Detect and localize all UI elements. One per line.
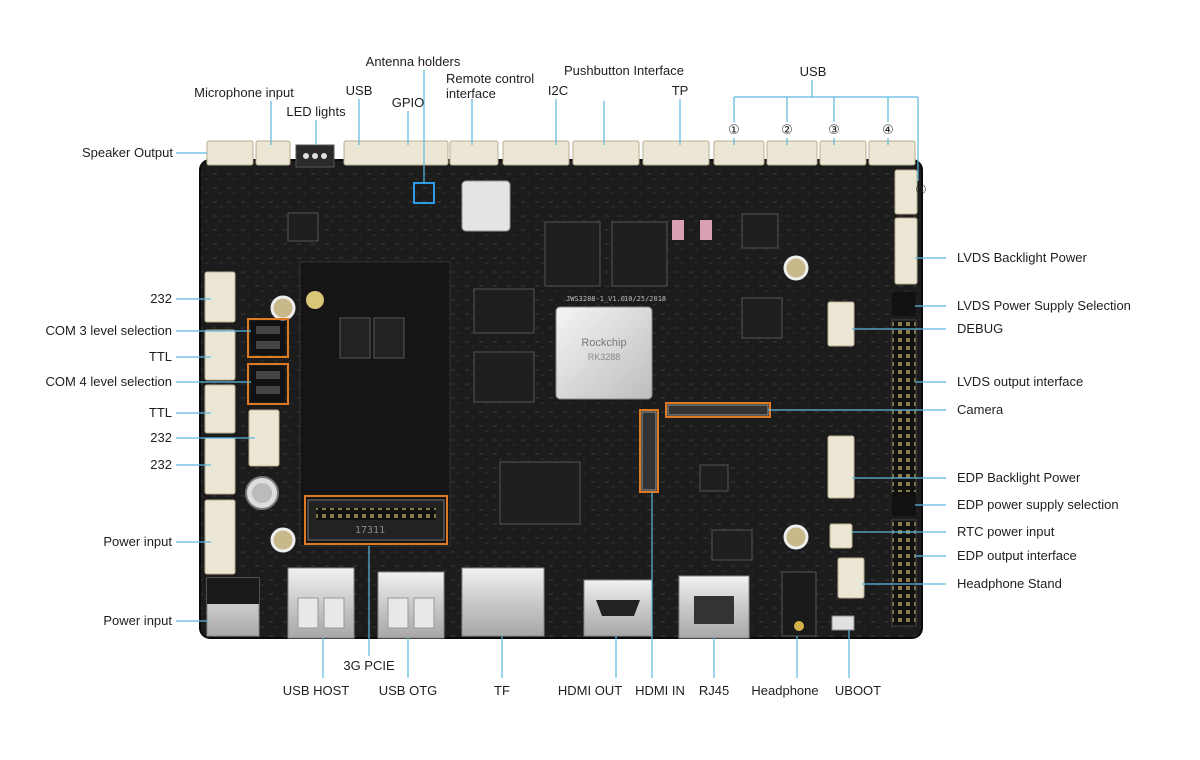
label-hdmi-out: HDMI OUT (557, 683, 623, 698)
com-jumpers (251, 321, 285, 402)
label-232-3: 232 (150, 457, 172, 472)
lvds-header (891, 319, 917, 495)
label-remote-control-line1: Remote control (446, 71, 535, 86)
label-edp-backlight-power: EDP Backlight Power (957, 470, 1081, 485)
label-remote-control: Remote control interface (446, 71, 556, 101)
label-debug: DEBUG (957, 321, 1004, 336)
soc-brand: Rockchip (581, 337, 626, 349)
label-led-lights: LED lights (286, 104, 346, 119)
label-power-input-2: Power input (103, 613, 172, 628)
label-power-input-1: Power input (103, 534, 172, 549)
soc-chip (555, 306, 653, 400)
label-tp: TP (671, 83, 689, 98)
label-gpio: GPIO (391, 95, 425, 110)
label-usb-top: USB (345, 83, 373, 98)
label-pushbutton-interface: Pushbutton Interface (564, 63, 684, 78)
label-antenna-holders: Antenna holders (365, 54, 461, 69)
label-headphone: Headphone (751, 683, 819, 698)
label-i2c: I2C (547, 83, 569, 98)
label-headphone-stand: Headphone Stand (957, 576, 1062, 591)
edp-backlight-connector (827, 435, 855, 499)
leader-lines (176, 70, 946, 678)
label-speaker-output: Speaker Output (81, 145, 173, 160)
edp-header (891, 519, 917, 627)
label-usb-otg: USB OTG (378, 683, 438, 698)
label-usb-3: ③ (828, 122, 840, 137)
label-usb-2: ② (781, 122, 793, 137)
label-lvds-backlight-power: LVDS Backlight Power (957, 250, 1087, 265)
debug-connector (827, 301, 855, 347)
label-camera: Camera (957, 402, 1004, 417)
module-board (299, 261, 451, 547)
tf-slot (461, 567, 545, 637)
label-usb-host: USB HOST (282, 683, 350, 698)
label-hdmi-in: HDMI IN (635, 683, 685, 698)
label-com4-level: COM 4 level selection (45, 374, 172, 389)
com3-highlight (247, 318, 289, 358)
pcie-mark: 17311 (355, 525, 385, 536)
left-connectors (204, 271, 280, 575)
label-remote-control-line2: interface (446, 86, 496, 101)
label-lvds-power-supply-selection: LVDS Power Supply Selection (957, 298, 1131, 313)
uboot-button (831, 615, 855, 631)
label-rtc-power-input: RTC power input (957, 524, 1055, 539)
lvds-jumper (892, 292, 916, 316)
board-date: 10/25/2018 (624, 295, 666, 303)
headphone-stand-connector (837, 557, 865, 599)
edp-jumper (892, 492, 916, 516)
soc-model: RK3288 (588, 352, 621, 362)
label-usb-5: ⑤ (915, 182, 927, 197)
hdmi-in-connector (641, 411, 657, 491)
label-com3-level: COM 3 level selection (45, 323, 172, 338)
label-edp-power-supply-selection: EDP power supply selection (957, 497, 1119, 512)
label-ttl-2: TTL (148, 405, 172, 420)
board-id: JWS3288-1_V1.0 (566, 295, 625, 303)
label-3g-pcie: 3G PCIE (343, 658, 395, 673)
label-usb-4: ④ (882, 122, 894, 137)
label-232-2: 232 (150, 430, 172, 445)
pcie-highlight (304, 495, 448, 545)
mount-hole (270, 295, 296, 321)
label-rj45: RJ45 (698, 683, 730, 698)
label-232-1: 232 (150, 291, 172, 306)
rtc-connector (829, 523, 853, 549)
hdmi-in-highlight (639, 409, 659, 493)
label-usb-1: ① (728, 122, 740, 137)
wifi-module (461, 180, 511, 232)
mount-hole (783, 255, 809, 281)
mount-hole (270, 527, 296, 553)
memory-chips (473, 221, 668, 525)
label-microphone-input: Microphone input (194, 85, 294, 100)
com4-highlight (247, 363, 289, 405)
label-uboot: UBOOT (834, 683, 882, 698)
top-connectors (206, 140, 918, 285)
camera-connector (667, 404, 769, 416)
label-usb-group: USB (799, 64, 827, 79)
label-tf: TF (494, 683, 510, 698)
mount-hole (783, 524, 809, 550)
label-lvds-output-interface: LVDS output interface (957, 374, 1084, 389)
label-edp-output-interface: EDP output interface (957, 548, 1077, 563)
label-ttl-1: TTL (148, 349, 172, 364)
support-chips (287, 212, 783, 561)
